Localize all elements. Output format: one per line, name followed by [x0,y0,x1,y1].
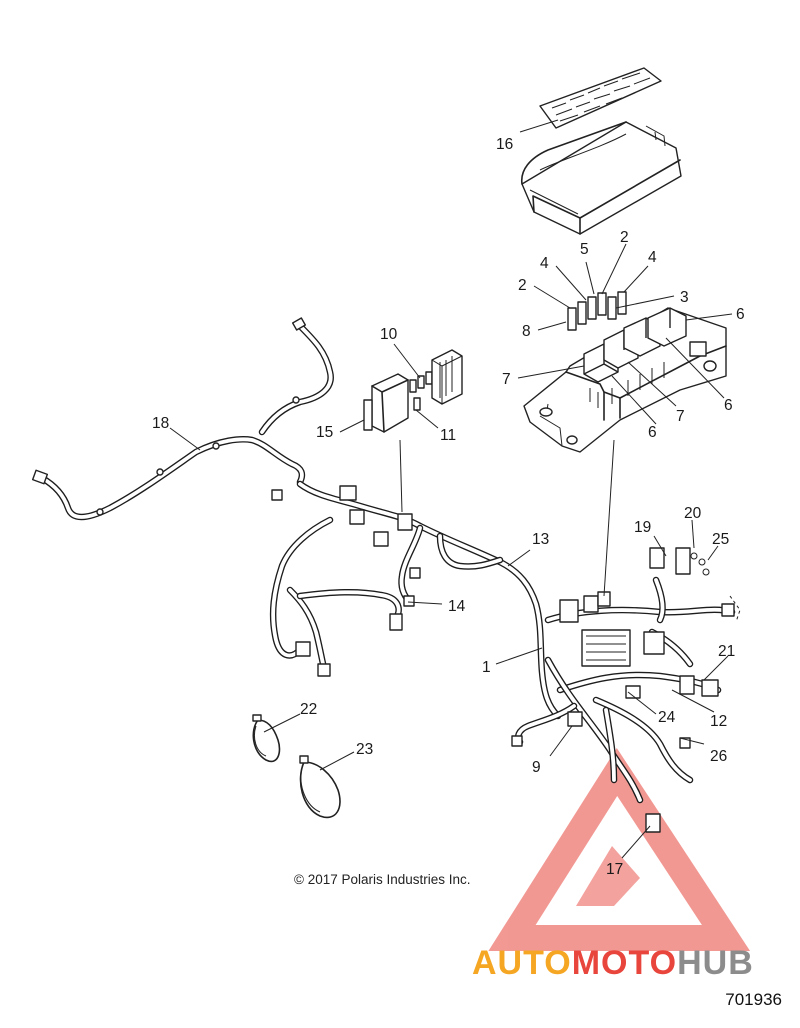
harness-branch-18 [31,317,334,521]
callout-6c: 6 [648,424,657,441]
cable-tie-22 [252,714,281,763]
figure-number: 701936 [725,990,782,1009]
callout-1: 1 [482,659,491,676]
cable-tie-23 [299,755,341,819]
callout-15: 15 [316,424,333,441]
callout-6b: 6 [724,397,733,414]
watermark-triangle-icon [488,748,751,951]
callout-19: 19 [634,519,651,536]
callout-7a: 7 [502,371,511,388]
callout-17: 17 [606,861,623,878]
leader-lines [169,119,733,859]
callout-16: 16 [496,136,513,153]
callout-4a: 4 [540,255,549,272]
callout-2b: 2 [620,229,629,246]
callout-9: 9 [532,759,541,776]
callout-3: 3 [680,289,689,306]
automotohub-logo: AUTOMOTOHUB [472,944,754,983]
fuse-box-cover [521,121,682,235]
callout-10: 10 [380,326,398,343]
callout-numbers: 16 4 5 2 4 2 3 8 6 7 6 7 6 10 11 15 18 1… [152,136,745,878]
callout-21: 21 [718,643,735,660]
fuse-box-base [523,307,727,453]
callout-23: 23 [356,741,373,758]
callout-26: 26 [710,748,727,765]
fuse-holder-assembly [363,349,463,433]
callout-24: 24 [658,709,676,726]
callout-2a: 2 [518,277,527,294]
callout-6a: 6 [736,306,745,323]
callout-25: 25 [712,531,729,548]
callout-14: 14 [448,598,466,615]
logo-moto: MOTO [571,944,678,982]
fuses-and-relays [567,291,627,331]
logo-hub: HUB [677,944,754,982]
callout-8: 8 [522,323,531,340]
callout-18: 18 [152,415,169,432]
logo-auto: AUTO [472,944,572,982]
callout-4b: 4 [648,249,657,266]
copyright-text: © 2017 Polaris Industries Inc. [294,872,471,887]
callout-11: 11 [440,427,456,444]
callout-7b: 7 [676,408,685,425]
callout-13: 13 [532,531,549,548]
main-harness [269,480,741,833]
callout-22: 22 [300,701,317,718]
callout-20: 20 [684,505,702,522]
callout-12: 12 [710,713,727,730]
callout-5: 5 [580,241,589,258]
label-decal-16 [539,67,662,129]
